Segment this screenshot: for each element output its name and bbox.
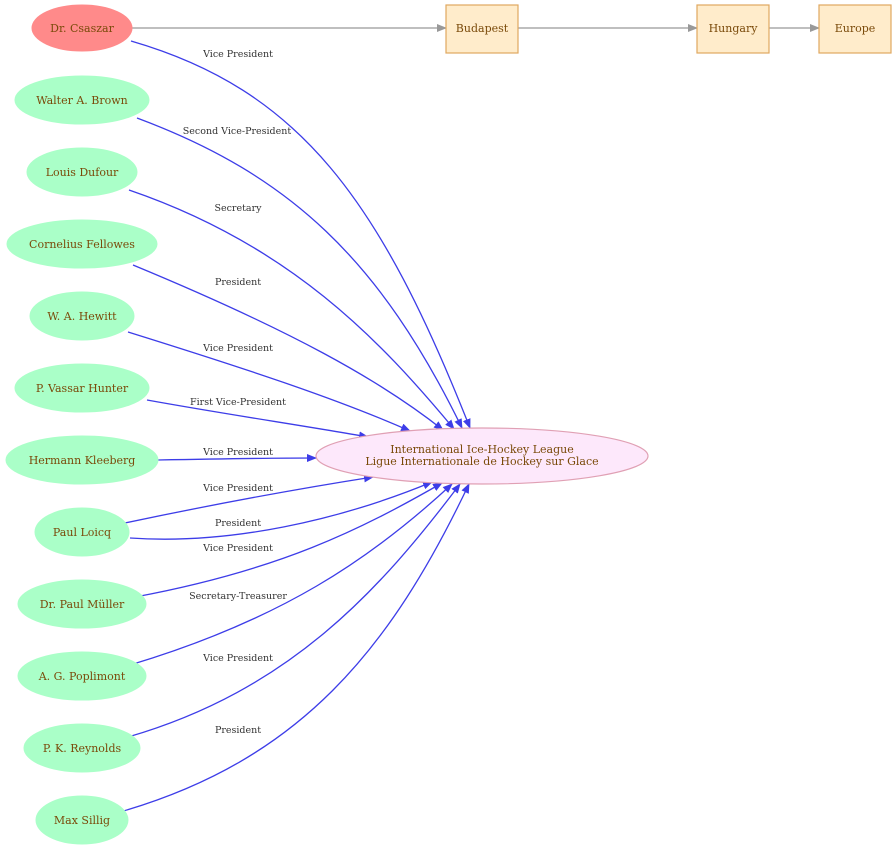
person-ellipse	[6, 219, 158, 269]
edge-loicq-vp-league	[119, 474, 374, 525]
edge-label-loicq-vp: Vice President	[202, 483, 273, 494]
edge-label-poplimont: Secretary-Treasurer	[189, 591, 287, 602]
league-node[interactable]: International Ice-Hockey League Ligue In…	[315, 427, 649, 485]
edge-label-kleeberg: Vice President	[202, 447, 273, 458]
place-box	[445, 4, 519, 54]
person-name: W. A. Hewitt	[47, 310, 117, 323]
edge-label-loicq-president: President	[215, 518, 261, 529]
person-ellipse	[31, 4, 133, 52]
person-node-loicq[interactable]: Paul Loicq	[34, 507, 130, 557]
person-node-sillig[interactable]: Max Sillig	[35, 795, 129, 845]
person-name: P. Vassar Hunter	[36, 382, 129, 395]
person-name: Dr. Paul Müller	[40, 598, 125, 611]
person-name: Walter A. Brown	[36, 94, 128, 107]
person-node-muller[interactable]: Dr. Paul Müller	[17, 579, 147, 629]
person-name: P. K. Reynolds	[43, 742, 122, 755]
edge-label-muller: Vice President	[202, 543, 273, 554]
person-name: Cornelius Fellowes	[29, 238, 135, 251]
edge-reynolds-league	[127, 483, 461, 738]
edge-muller-league	[134, 482, 443, 598]
person-node-hewitt[interactable]: W. A. Hewitt	[29, 291, 135, 341]
person-node-hunter[interactable]: P. Vassar Hunter	[14, 363, 150, 413]
person-name: A. G. Poplimont	[38, 670, 126, 683]
edge-label-hunter: First Vice-President	[190, 397, 286, 408]
place-node-hungary[interactable]: Hungary	[696, 4, 770, 54]
edge-hunter-league	[146, 399, 369, 440]
person-node-csaszar[interactable]: Dr. Csaszar	[31, 4, 133, 52]
person-node-brown[interactable]: Walter A. Brown	[14, 75, 150, 125]
person-name: Dr. Csaszar	[50, 22, 114, 35]
person-ellipse	[23, 723, 141, 773]
edge-hewitt-league	[127, 331, 411, 432]
person-ellipse	[29, 291, 135, 341]
place-node-europe[interactable]: Europe	[818, 4, 892, 54]
person-ellipse	[5, 435, 159, 485]
person-name: Hermann Kleeberg	[29, 454, 136, 467]
person-node-dufour[interactable]: Louis Dufour	[26, 147, 138, 197]
person-ellipse	[35, 795, 129, 845]
person-name: Max Sillig	[54, 814, 110, 827]
edge-label-brown: Second Vice-President	[183, 126, 292, 137]
person-node-poplimont[interactable]: A. G. Poplimont	[17, 651, 147, 701]
person-ellipse	[17, 651, 147, 701]
person-node-reynolds[interactable]: P. K. Reynolds	[23, 723, 141, 773]
person-ellipse	[26, 147, 138, 197]
person-name: Louis Dufour	[46, 166, 119, 179]
edge-label-reynolds: Vice President	[202, 653, 273, 664]
edge-label-sillig: President	[215, 725, 261, 736]
place-node-budapest[interactable]: Budapest	[445, 4, 519, 54]
edge-csaszar-league	[130, 40, 471, 429]
edge-label-hewitt: Vice President	[202, 343, 273, 354]
person-node-kleeberg[interactable]: Hermann Kleeberg	[5, 435, 159, 485]
place-label: Hungary	[709, 22, 759, 35]
edges-layer	[119, 24, 820, 813]
edge-loicq-pres-league	[129, 481, 433, 540]
place-box	[818, 4, 892, 54]
edge-labels-layer: Vice President Second Vice-President Sec…	[183, 49, 292, 736]
league-name-fr: Ligue Internationale de Hockey sur Glace	[365, 455, 598, 468]
edge-brown-league	[136, 117, 463, 429]
edge-label-dufour: Secretary	[214, 203, 262, 214]
place-label: Europe	[835, 22, 876, 35]
edge-sillig-league	[119, 483, 470, 813]
person-ellipse	[17, 579, 147, 629]
edge-fellowes-league	[132, 264, 444, 431]
edge-label-fellowes: President	[215, 277, 261, 288]
person-node-fellowes[interactable]: Cornelius Fellowes	[6, 219, 158, 269]
place-label: Budapest	[456, 22, 509, 35]
edge-label-csaszar: Vice President	[202, 49, 273, 60]
person-ellipse	[14, 363, 150, 413]
league-name-en: International Ice-Hockey League	[390, 443, 573, 456]
person-name: Paul Loicq	[53, 526, 111, 539]
league-ellipse	[315, 427, 649, 485]
place-box	[696, 4, 770, 54]
edge-poplimont-league	[129, 483, 453, 666]
person-ellipse	[34, 507, 130, 557]
person-ellipse	[14, 75, 150, 125]
edge-dufour-league	[128, 189, 455, 430]
edge-kleeberg-league	[157, 454, 317, 463]
